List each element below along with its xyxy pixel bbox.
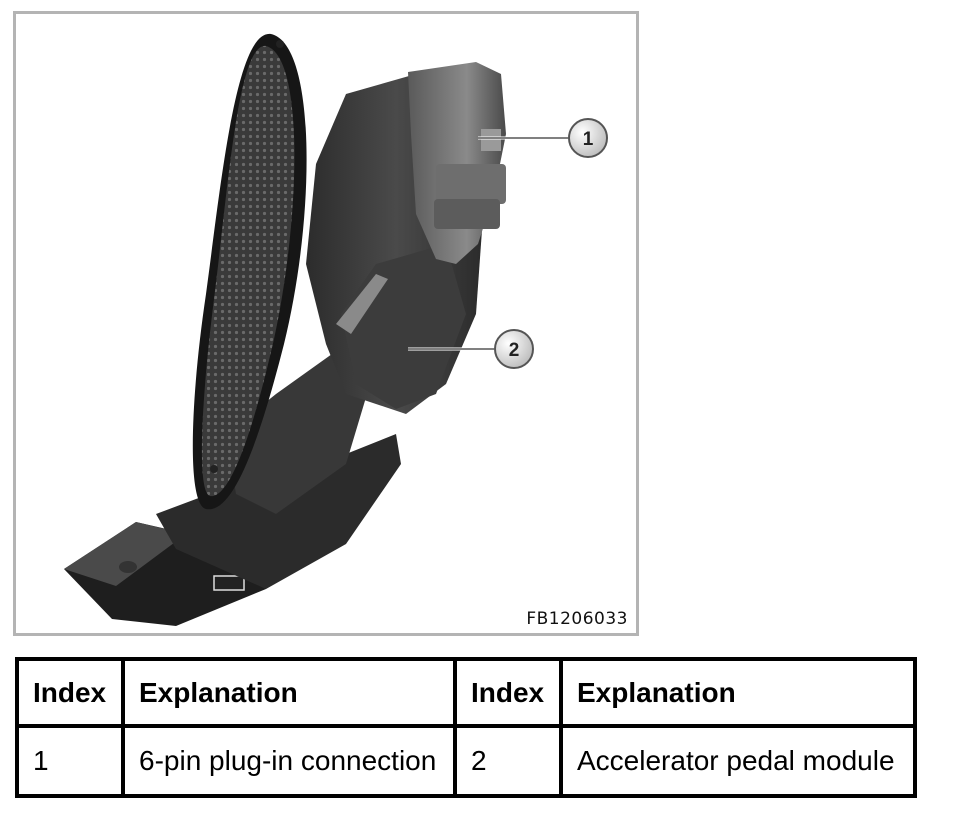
plug-connector [408,62,506,264]
header-index-1: Index [15,657,125,728]
callout-1: 1 [568,118,608,158]
figure-frame: 1 2 FB1206033 [13,11,639,636]
legend-table: Index Explanation Index Explanation 1 6-… [15,657,917,798]
pedal-lever-body [156,344,401,589]
legend-header-row: Index Explanation Index Explanation [15,657,917,728]
row-index-1: 1 [15,724,125,798]
row-explanation-1: 6-pin plug-in connection [121,724,457,798]
table-row: 1 6-pin plug-in connection 2 Accelerator… [15,724,917,798]
callout-2: 2 [494,329,534,369]
pedal-pad [192,33,307,510]
header-explanation-2: Explanation [559,657,917,728]
figure-code: FB1206033 [526,609,628,629]
row-explanation-2: Accelerator pedal module [559,724,917,798]
accelerator-pedal-illustration: 1 2 [64,33,608,626]
header-index-2: Index [453,657,563,728]
header-explanation-1: Explanation [121,657,457,728]
callout-2-label: 2 [509,340,520,361]
row-index-2: 2 [453,724,563,798]
callout-1-label: 1 [583,129,594,150]
